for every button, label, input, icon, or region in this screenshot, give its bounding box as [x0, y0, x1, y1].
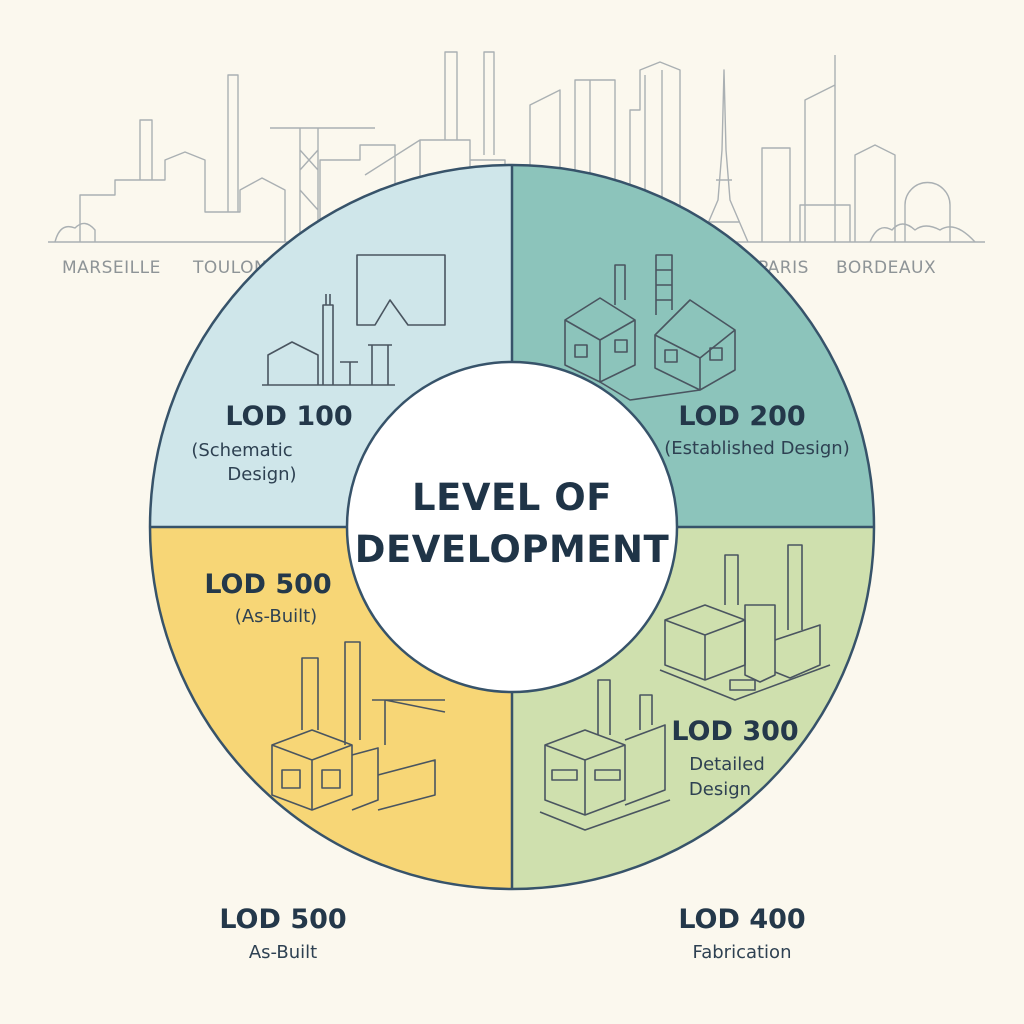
- footer-right-title: LOD 400: [678, 904, 805, 935]
- city-label-toulon: TOULON: [192, 258, 267, 278]
- lod200-subtitle: (Established Design): [664, 438, 849, 459]
- lod100-subtitle-line1: (Schematic: [191, 440, 292, 461]
- lod300-title: LOD 300: [671, 716, 798, 747]
- lod300-subtitle-line2: Design: [689, 779, 751, 800]
- center-title-line1: LEVEL OF: [412, 476, 612, 519]
- lod200-title: LOD 200: [678, 401, 805, 432]
- lod100-subtitle-line2: Design): [227, 464, 296, 485]
- footer-left-subtitle: As-Built: [249, 942, 317, 963]
- quadrant-lod-300: [512, 527, 874, 889]
- footer-right-subtitle: Fabrication: [693, 942, 792, 963]
- lod500-title: LOD 500: [204, 569, 331, 600]
- skyline-illustration: [48, 51, 985, 243]
- ring-outline: [148, 163, 876, 891]
- lod100-factory-sketch-icon: [262, 254, 446, 386]
- lod300-subtitle-line1: Detailed: [689, 754, 765, 775]
- lod100-title: LOD 100: [225, 401, 352, 432]
- city-label-marseille: MARSEILLE: [62, 258, 161, 278]
- center-title-line2: DEVELOPMENT: [355, 528, 670, 571]
- lod500-factory-crane-icon: [271, 641, 446, 811]
- center-circle: [345, 360, 679, 694]
- quadrant-lod-200: [512, 165, 874, 527]
- lod200-house-model-icon: [564, 254, 736, 401]
- footer-left-title: LOD 500: [219, 904, 346, 935]
- lod300-factory-model-lower-icon: [539, 679, 671, 831]
- city-label-bordeaux: BORDEAUX: [836, 258, 936, 278]
- lod500-subtitle: (As-Built): [235, 606, 317, 627]
- lod300-factory-model-upper-icon: [659, 544, 831, 701]
